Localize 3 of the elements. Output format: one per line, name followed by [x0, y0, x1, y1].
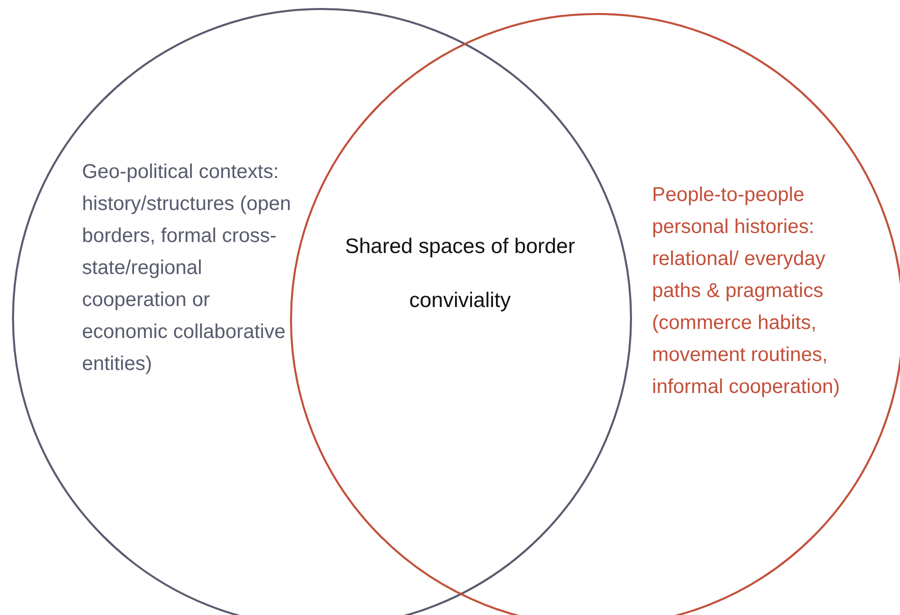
circle-label: People-to-people personal histories: relational/ everyday paths & pragmatics (commerce habits, movement routines, informal cooperation): [652, 183, 841, 400]
overlap-label: Shared spaces of border conviviality: [345, 235, 575, 312]
circle-label: Geo-political contexts: history/structures (open borders, formal cross-state/regional cooperation or economic collaborative entities): [82, 160, 292, 377]
